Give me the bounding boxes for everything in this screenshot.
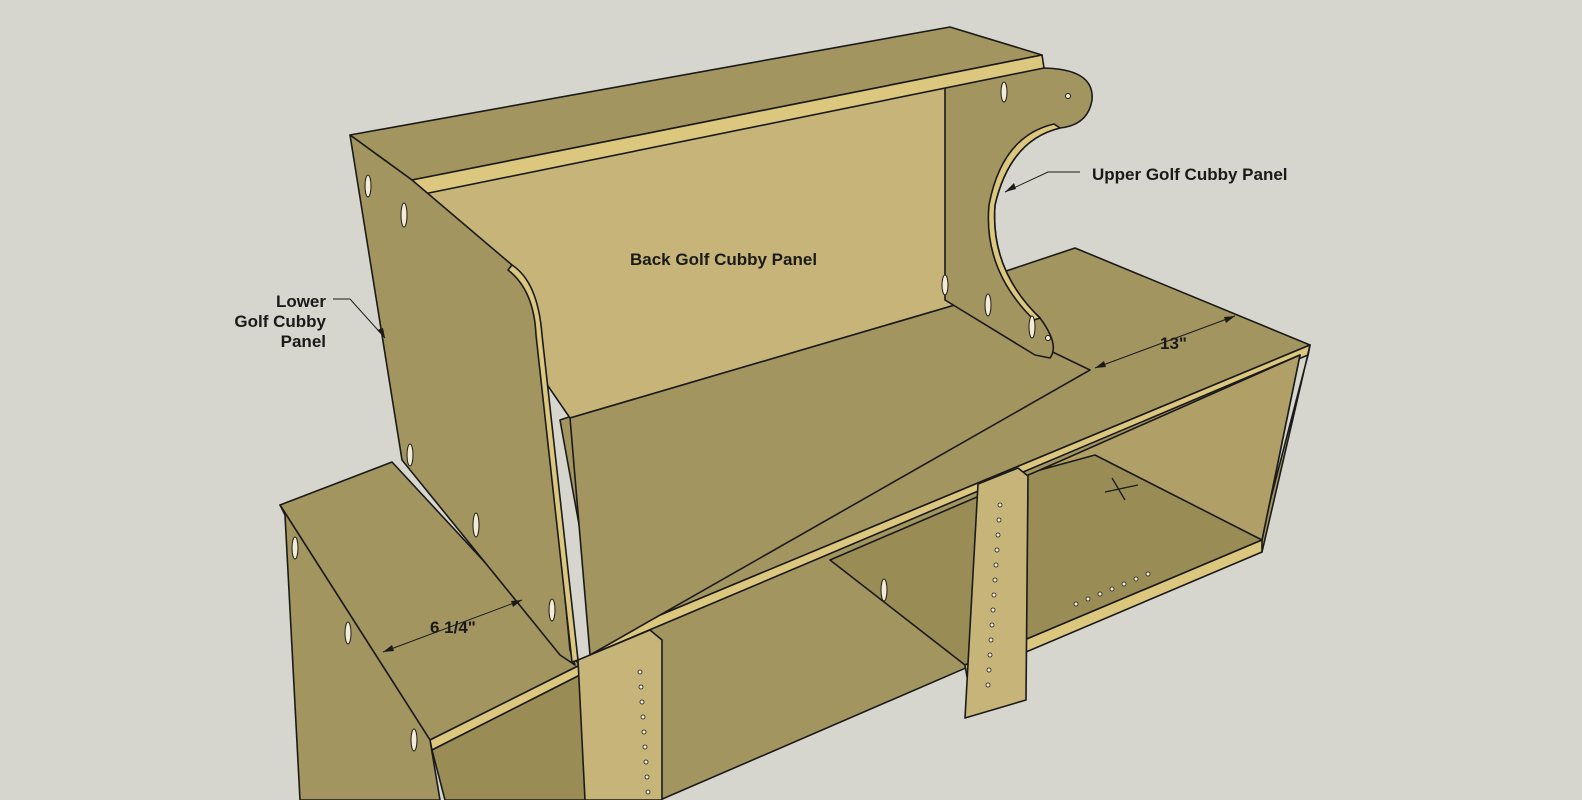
upper-panel-label: Upper Golf Cubby Panel: [1092, 165, 1288, 184]
left-unit-interior: [431, 674, 591, 800]
dim-6-line: [382, 599, 523, 653]
back-panel-label: Back Golf Cubby Panel: [630, 250, 818, 269]
bench-bottom-edge: [964, 539, 1263, 678]
dim-13-line: [1094, 315, 1236, 369]
divider-post-left: [577, 629, 663, 800]
bench-back-wall-right: [1039, 354, 1301, 541]
lower-panel-label: Lower Golf Cubby Panel: [234, 292, 326, 351]
left-unit-side: [279, 504, 441, 800]
lower-panel-leader: [333, 298, 386, 339]
divider-post-right: [964, 467, 1029, 719]
width-dimension-label: 6 1/4": [430, 618, 476, 637]
cubby-floor: [569, 304, 1091, 656]
upper-panel-leader: [1004, 171, 1080, 193]
lower-panel-front-edge: [507, 264, 579, 663]
depth-dimension-label: 13": [1160, 334, 1187, 353]
